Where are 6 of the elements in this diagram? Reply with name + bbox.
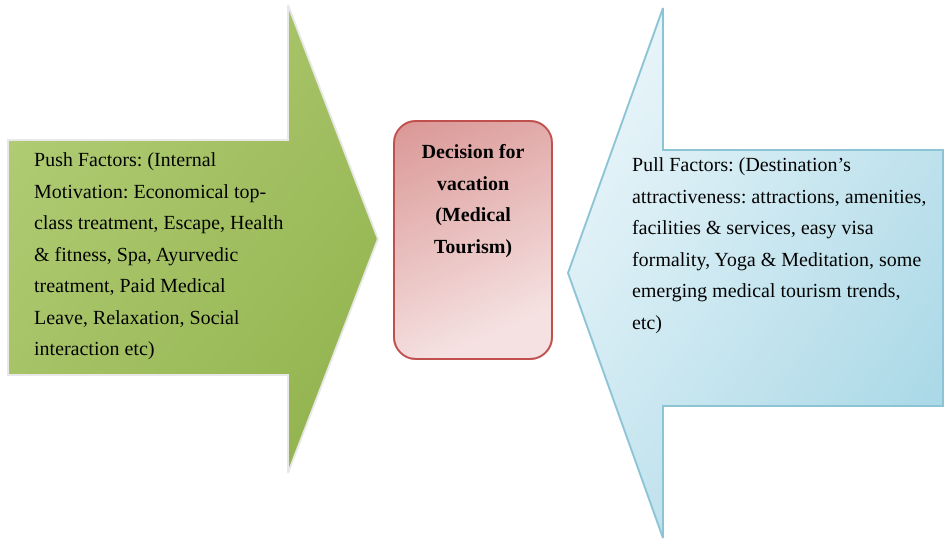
decision-box xyxy=(393,120,553,360)
push-factors-arrow xyxy=(8,5,378,473)
pull-factors-arrow xyxy=(568,8,943,538)
decision-text: Decision for vacation (Medical Tourism) xyxy=(420,140,526,260)
factor-text: Pull Factors: (Destination’s attractiveness: attractions, amenities, facilities & services, easy visa formality, Yoga & Meditation, some emerging medical tourism trends, etc) xyxy=(632,153,928,336)
factor-text: Push Factors: (Internal Motivation: Economical top-class treatment, Escape, Health & fitness, Spa, Ayurvedic treatment, Paid Medical Leave, Relaxation, Social interaction etc) xyxy=(34,148,284,362)
